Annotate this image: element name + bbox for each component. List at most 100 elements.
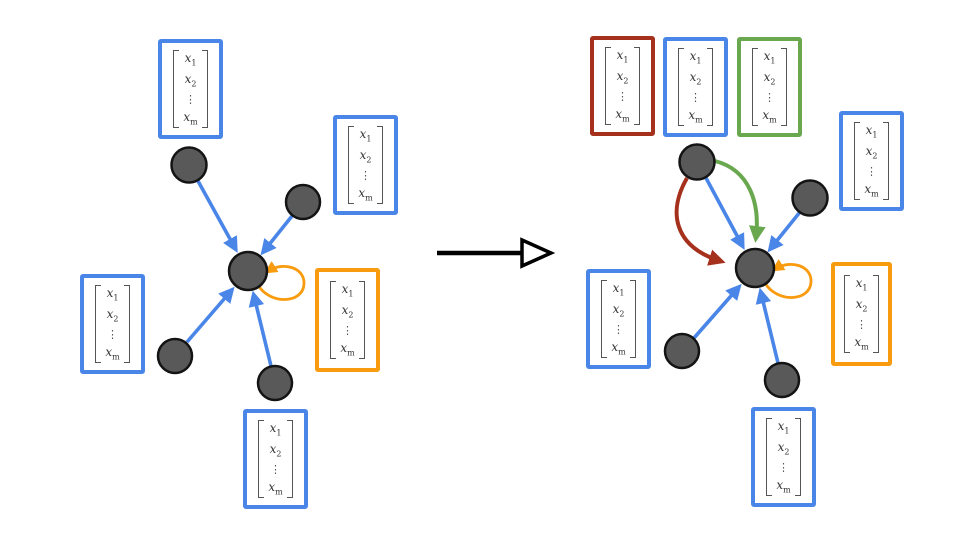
vector-entry: x1 bbox=[777, 419, 790, 436]
vector-entry: x1 bbox=[763, 49, 776, 66]
right-bracket bbox=[633, 47, 640, 125]
vector-entries: x1 x2 ⋮ xm bbox=[357, 126, 373, 204]
vector-entry: ⋮ bbox=[185, 93, 196, 106]
vector-entry: x1 bbox=[359, 127, 372, 144]
vector-entry: xm bbox=[776, 477, 791, 494]
vector-entry: x1 bbox=[184, 51, 197, 68]
vector-entry: ⋮ bbox=[690, 91, 701, 104]
vector-entries: x1 x2 ⋮ xm bbox=[853, 275, 869, 353]
vector-entry: x1 bbox=[865, 123, 878, 140]
left-bracket bbox=[854, 122, 861, 200]
left-bracket bbox=[258, 420, 265, 498]
feature-vector-box-blue-top: x1 x2 ⋮ xm bbox=[158, 39, 223, 139]
vector-entry: xm bbox=[615, 106, 630, 123]
vector-entry: x2 bbox=[689, 70, 702, 87]
left-bracket bbox=[766, 418, 773, 496]
vector-entry: ⋮ bbox=[107, 328, 118, 341]
left-bracket bbox=[605, 47, 612, 125]
graph-node-bottom bbox=[763, 361, 801, 399]
vector-entry: x1 bbox=[616, 48, 629, 65]
graph-node-bottom bbox=[256, 364, 294, 402]
right-bracket bbox=[872, 275, 879, 353]
right-bracket bbox=[629, 280, 636, 358]
edge-right-to-center bbox=[767, 210, 802, 253]
feature-vector: x1 x2 ⋮ xm bbox=[173, 50, 208, 128]
vector-entry: x2 bbox=[269, 442, 282, 459]
graph-node-center bbox=[227, 250, 269, 292]
right-bracket bbox=[794, 418, 801, 496]
vector-entry: x1 bbox=[612, 281, 625, 298]
left-bracket bbox=[844, 275, 851, 353]
graph-node-right bbox=[791, 179, 829, 217]
vector-entry: x1 bbox=[269, 421, 282, 438]
edge-blue-top-to-center bbox=[704, 177, 745, 250]
graph-node-left bbox=[663, 332, 701, 370]
left-bracket bbox=[678, 48, 685, 126]
right-bracket bbox=[882, 122, 889, 200]
edge-topright-to-center bbox=[260, 214, 294, 256]
edge-left-to-center bbox=[692, 283, 742, 340]
vector-entry: xm bbox=[358, 185, 373, 202]
vector-entry: ⋮ bbox=[778, 461, 789, 474]
graph-node-top bbox=[678, 143, 716, 181]
feature-vector-box-orange-self: x1 x2 ⋮ xm bbox=[831, 262, 892, 366]
vector-entry: x1 bbox=[106, 286, 119, 303]
after-graph bbox=[663, 143, 829, 399]
vector-entry: xm bbox=[854, 334, 869, 351]
vector-entry: ⋮ bbox=[342, 324, 353, 337]
vector-entry: x2 bbox=[865, 144, 878, 161]
self-loop-edge bbox=[256, 261, 306, 301]
vector-entry: ⋮ bbox=[360, 169, 371, 182]
vector-entry: x1 bbox=[855, 276, 868, 293]
graph-node-center bbox=[734, 247, 776, 289]
vector-entry: x2 bbox=[359, 148, 372, 165]
feature-vector: x1 x2 ⋮ xm bbox=[844, 275, 879, 353]
vector-entry: ⋮ bbox=[856, 318, 867, 331]
transform-arrow bbox=[437, 237, 556, 269]
vector-entry: xm bbox=[340, 340, 355, 357]
vector-entry: ⋮ bbox=[270, 463, 281, 476]
left-bracket bbox=[95, 285, 102, 363]
vector-entry: x2 bbox=[184, 72, 197, 89]
vector-entry: x2 bbox=[855, 297, 868, 314]
right-bracket bbox=[201, 50, 208, 128]
edge-bottom-to-center bbox=[755, 287, 780, 364]
vector-entry: xm bbox=[183, 109, 198, 126]
left-bracket bbox=[348, 126, 355, 204]
right-bracket bbox=[358, 281, 365, 359]
self-loop-edge bbox=[763, 259, 813, 299]
right-bracket bbox=[376, 126, 383, 204]
feature-vector: x1 x2 ⋮ xm bbox=[348, 126, 383, 204]
vector-entries: x1 x2 ⋮ xm bbox=[182, 50, 198, 128]
vector-entry: x2 bbox=[341, 303, 354, 320]
right-bracket bbox=[780, 48, 787, 126]
right-bracket bbox=[286, 420, 293, 498]
vector-entry: xm bbox=[762, 107, 777, 124]
vector-entry: x2 bbox=[612, 302, 625, 319]
graph-node-topright bbox=[284, 183, 322, 221]
edge-green-top-to-center bbox=[714, 159, 766, 243]
